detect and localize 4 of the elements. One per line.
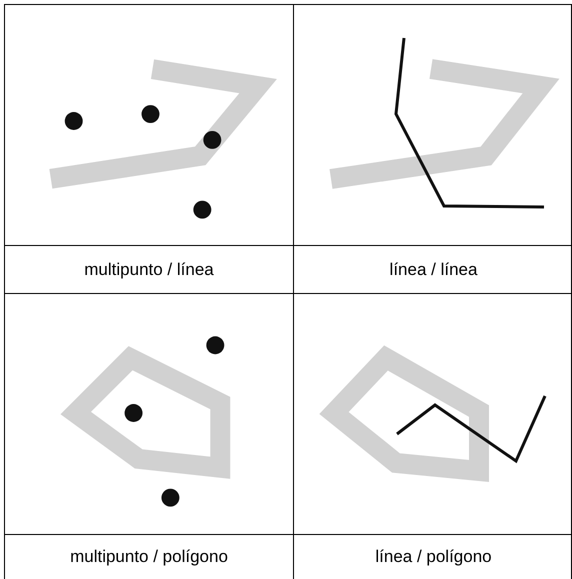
panel-caption: línea / polígono	[375, 546, 492, 568]
panel-caption: multipunto / polígono	[70, 546, 228, 568]
panel-caption: línea / línea	[390, 258, 478, 281]
panel-caption: multipunto / línea	[84, 258, 214, 281]
